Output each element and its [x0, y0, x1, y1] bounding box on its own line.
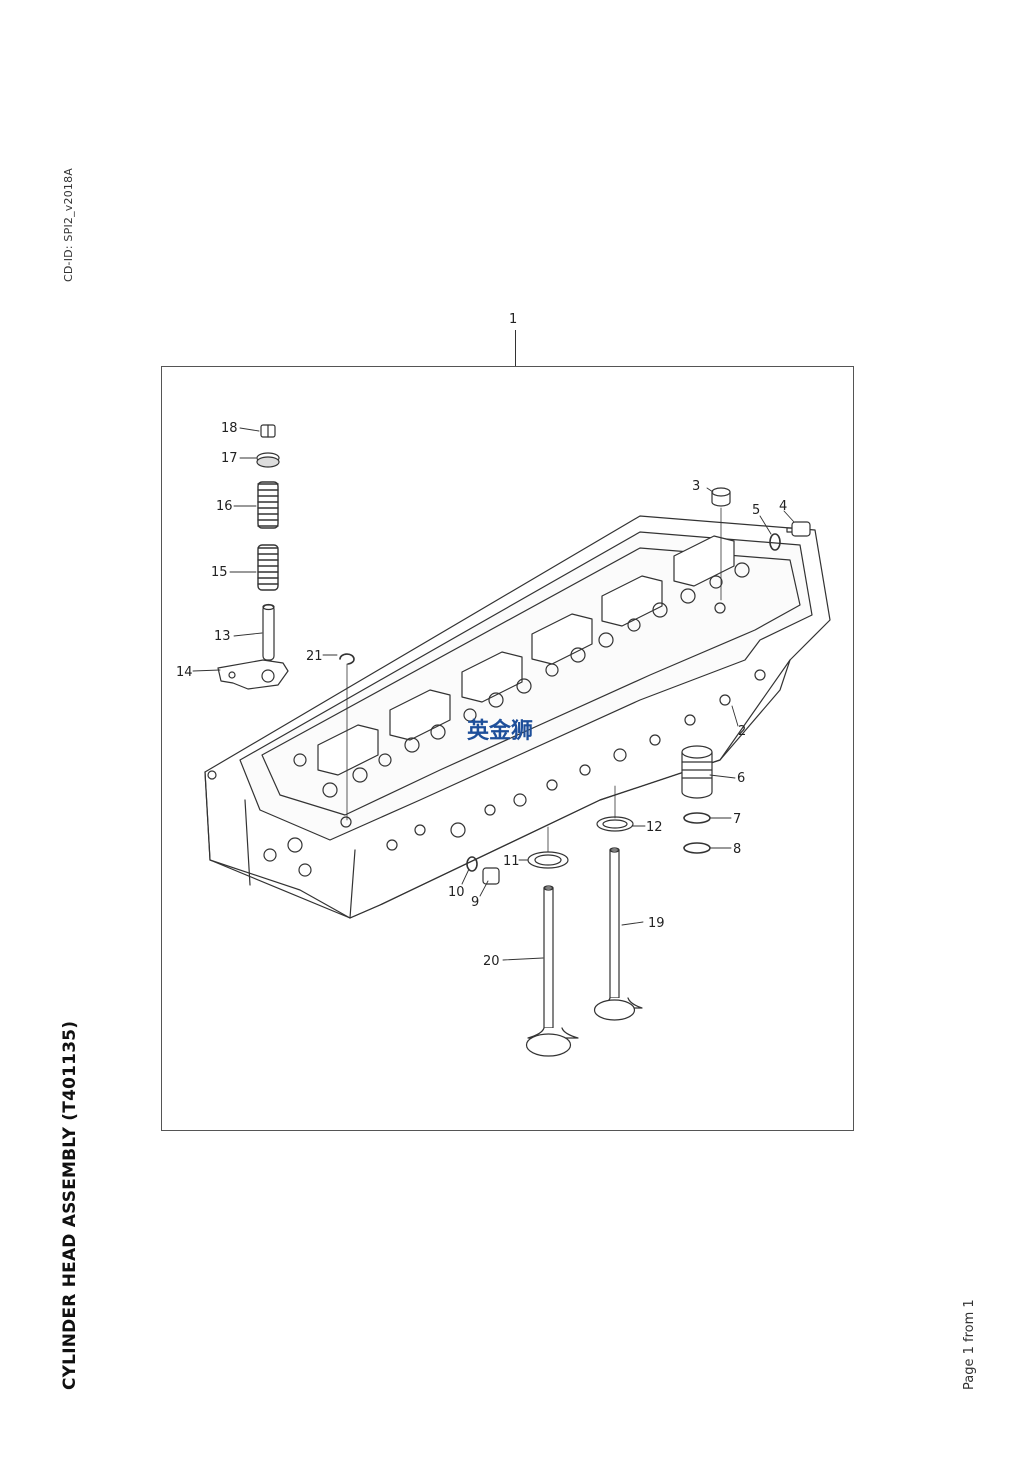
outer-valve-spring: [257, 481, 279, 529]
callout-3: 3: [692, 479, 700, 494]
o-ring-lower: [683, 842, 711, 854]
callout-14: 14: [176, 665, 193, 680]
leader-lines: [192, 427, 795, 961]
exhaust-valve-seat-insert: [527, 826, 569, 869]
callout-9: 9: [471, 895, 479, 910]
callout-19: 19: [648, 916, 665, 931]
sealing-ring-right: [769, 533, 781, 551]
callout-11: 11: [503, 854, 520, 869]
callout-5: 5: [752, 503, 760, 518]
callout-17: 17: [221, 451, 238, 466]
spring-retainer: [256, 452, 280, 468]
callout-10: 10: [448, 885, 465, 900]
callout-12: 12: [646, 820, 663, 835]
callout-4: 4: [779, 499, 787, 514]
side-face-holes: [207, 669, 766, 877]
cup-plug: [711, 487, 731, 601]
callout-2: 2: [738, 724, 746, 739]
diagram-frame: [161, 366, 854, 1131]
o-ring-upper: [683, 812, 711, 824]
inner-valve-spring: [257, 544, 279, 591]
callout-20: 20: [483, 954, 500, 969]
intake-valve: [593, 847, 643, 1021]
callout-18: 18: [221, 421, 238, 436]
threaded-plug-right: [786, 521, 811, 537]
callout-15: 15: [211, 565, 228, 580]
callout-labels: 2 3 4 5 6 7 8 9 10 11 12 13 14 15 16 17 …: [176, 421, 787, 969]
spring-seat-plate: [217, 659, 289, 690]
exhaust-valve: [525, 885, 579, 1057]
threaded-plug-front: [482, 867, 500, 885]
callout-8: 8: [733, 842, 741, 857]
intake-valve-seat-insert: [596, 785, 634, 832]
callout-16: 16: [216, 499, 233, 514]
assembly-callout: 1: [509, 312, 518, 327]
sealing-ring-front: [466, 856, 478, 872]
callout-13: 13: [214, 629, 231, 644]
assembly-leader-line: [515, 330, 516, 366]
injector-sleeve: [681, 745, 713, 799]
circlip: [339, 653, 355, 821]
valve-retainer-keeper: [260, 424, 276, 438]
callout-6: 6: [737, 771, 745, 786]
cylinder-head-body: [204, 515, 831, 919]
callout-21: 21: [306, 649, 323, 664]
watermark-logo: 英金狮: [467, 718, 533, 744]
valve-guide: [262, 603, 275, 661]
callout-7: 7: [733, 812, 741, 827]
cam-towers: [317, 535, 735, 776]
valve-seat-holes: [293, 562, 750, 828]
